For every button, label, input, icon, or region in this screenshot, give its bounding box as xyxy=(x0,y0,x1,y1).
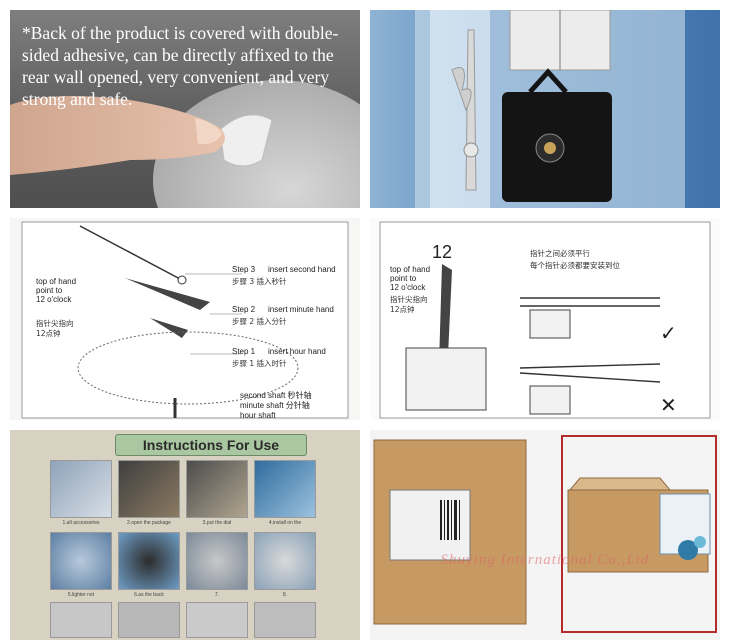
parallel-diagram: 12 top of hand point to 12 o'clock 指针尖指向… xyxy=(379,221,711,419)
step3-label: Step 3 xyxy=(232,265,256,274)
step-diagram-panel: top of hand point to 12 o'clock 指针尖指向 12… xyxy=(10,218,360,420)
p4-top-of-hand-cn1: 指针尖指向 xyxy=(390,294,428,304)
p4-top-of-hand-3: 12 o'clock xyxy=(390,283,426,292)
instruction-thumb-6 xyxy=(118,532,180,590)
adhesive-photo-art xyxy=(10,80,360,208)
open-box-frame xyxy=(561,435,717,633)
instruction-caption-7: 7. xyxy=(214,592,220,598)
instruction-thumb-9 xyxy=(50,602,112,638)
step1-text: insert hour hand xyxy=(268,347,326,356)
instruction-thumb-8 xyxy=(254,532,316,590)
parallel-hands-panel: 12 top of hand point to 12 o'clock 指针尖指向… xyxy=(370,218,720,420)
instruction-thumb-1 xyxy=(50,460,112,518)
instruction-caption-8: 8. xyxy=(282,592,288,598)
diagram-frame xyxy=(21,221,349,419)
wrong-hand-1 xyxy=(519,363,661,369)
step-diagram: top of hand point to 12 o'clock 指针尖指向 12… xyxy=(21,221,349,420)
minute-shaft-label: minute shaft 分针轴 xyxy=(240,400,310,410)
movement-shaft xyxy=(544,142,556,154)
package-art xyxy=(373,435,717,633)
hour-hand-shape xyxy=(150,318,188,338)
step2-cn: 步骤 2 插入分针 xyxy=(232,316,287,326)
top-of-hand-line2: point to xyxy=(36,286,63,295)
second-shaft-label: second shaft 秒针轴 xyxy=(240,390,312,400)
movement-photo-art xyxy=(415,10,685,208)
clock-hand-silver xyxy=(465,29,477,191)
parallel-cn-1: 指针之间必须平行 xyxy=(530,248,590,258)
fingernail xyxy=(195,118,222,145)
hour-shaft-label: hour shaft xyxy=(240,411,276,420)
step2-text: insert minute hand xyxy=(268,305,334,314)
step3-cn: 步骤 3 插入秒针 xyxy=(232,276,287,286)
instruction-caption-2: 2.open the package xyxy=(127,520,171,526)
minute-hand-shape xyxy=(125,278,210,310)
wrong-movement xyxy=(529,385,571,415)
second-hub xyxy=(177,275,187,285)
adhesive-photo-panel: *Back of the product is covered with dou… xyxy=(10,10,360,208)
blue-sticker xyxy=(678,540,698,560)
p4-top-of-hand-cn2: 12点钟 xyxy=(390,304,415,314)
instruction-thumb-11 xyxy=(186,602,248,638)
step3-text: insert second hand xyxy=(268,265,336,274)
instruction-caption-3: 3.put the dial xyxy=(202,520,232,526)
instruction-thumb-2 xyxy=(118,460,180,518)
instruction-thumb-10 xyxy=(118,602,180,638)
instruction-thumb-5 xyxy=(50,532,112,590)
step1-label: Step 1 xyxy=(232,347,256,356)
instruction-caption-5: 5.lighter not xyxy=(67,592,95,598)
instruction-thumb-12 xyxy=(254,602,316,638)
check-mark: ✓ xyxy=(660,321,677,345)
parallel-cn-2: 每个指针必须都要安装到位 xyxy=(530,260,620,270)
step2-label: Step 2 xyxy=(232,305,256,314)
instruction-thumb-7 xyxy=(186,532,248,590)
hand-hub xyxy=(463,142,479,158)
finger-shape xyxy=(10,96,225,175)
top-of-hand-line3: 12 o'clock xyxy=(36,295,72,304)
blue-sticker-2 xyxy=(694,536,706,548)
packaged-movement-panel xyxy=(370,10,720,208)
instruction-caption-6: 6.as the back xyxy=(134,592,164,598)
instruction-caption-1: 1.all accessories xyxy=(62,520,100,526)
decorative-hand xyxy=(451,67,472,112)
instruction-caption-4: 4.install on the xyxy=(268,520,302,526)
top-of-hand-cn1: 指针尖指向 xyxy=(36,318,74,328)
instruction-thumb-4 xyxy=(254,460,316,518)
instructions-panel: Instructions For Use 1.all accessories 2… xyxy=(10,430,360,640)
number-12: 12 xyxy=(432,242,452,262)
top-of-hand-line1: top of hand xyxy=(36,277,76,286)
package-panel: Shuying International Co.,Ltd xyxy=(370,430,720,640)
p4-top-of-hand-2: point to xyxy=(390,274,417,283)
wrong-hand-2 xyxy=(519,372,661,383)
watermark-text: Shuying International Co.,Ltd xyxy=(440,552,650,568)
cross-mark: ✕ xyxy=(660,393,677,417)
box-lid xyxy=(568,477,672,491)
side-movement xyxy=(405,347,487,411)
step1-cn: 步骤 1 插入时针 xyxy=(232,358,287,368)
top-of-hand-cn2: 12点钟 xyxy=(36,328,61,338)
instructions-title: Instructions For Use xyxy=(115,434,307,456)
shipping-label xyxy=(389,489,471,561)
barcode xyxy=(440,500,460,540)
p4-top-of-hand-1: top of hand xyxy=(390,265,430,274)
peeled-film xyxy=(219,114,273,167)
correct-movement xyxy=(529,309,571,339)
second-hand-shape xyxy=(79,225,183,281)
adhesive-caption: *Back of the product is covered with dou… xyxy=(22,23,339,109)
movement-hanger xyxy=(528,68,568,94)
instruction-thumb-3 xyxy=(186,460,248,518)
dial-outline xyxy=(77,331,299,405)
blister-highlight xyxy=(430,10,490,208)
